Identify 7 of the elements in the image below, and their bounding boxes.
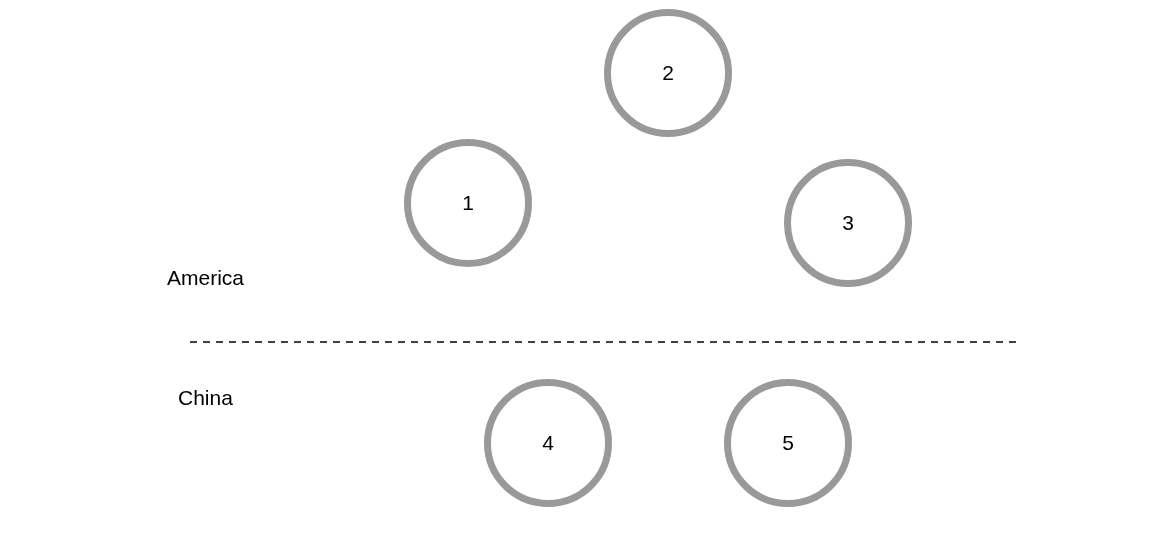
node-number: 4 <box>542 431 554 455</box>
node-number: 2 <box>662 61 674 85</box>
region-label: China <box>178 386 233 410</box>
node-number: 1 <box>462 191 474 215</box>
node-number: 5 <box>782 431 794 455</box>
region-label: America <box>167 266 245 290</box>
node-number: 3 <box>842 211 854 235</box>
